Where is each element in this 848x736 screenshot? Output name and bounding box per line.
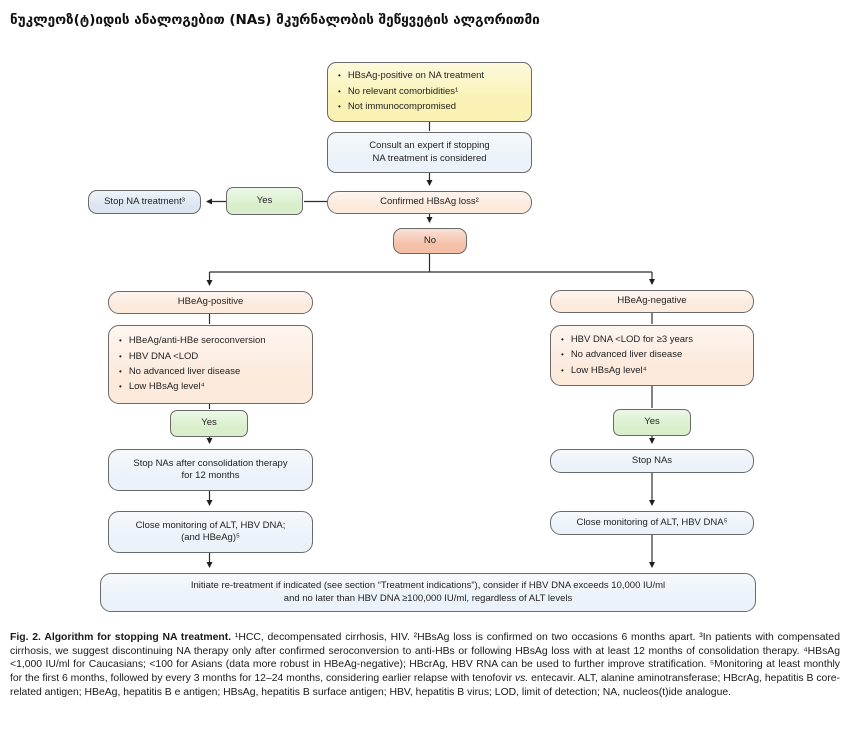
bullet-text: Not immunocompromised (347, 101, 457, 113)
box-text-line: NA treatment is considered (372, 152, 487, 164)
box-text-line: Consult an expert if stopping (369, 140, 490, 152)
node-no: No (393, 228, 467, 254)
bullet-text: No relevant comorbidities¹ (347, 85, 459, 97)
bullet-item: • Low HBsAg level⁴ (561, 363, 747, 378)
box-text-line: Initiate re-treatment if indicated (see … (190, 580, 666, 592)
bullet-item: • HBeAg/anti-HBe seroconversion (119, 334, 306, 349)
bullet-marker: • (119, 382, 122, 392)
bullet-text: HBV DNA <LOD for ≥3 years (570, 333, 693, 345)
node-stop-na-treatment: Stop NA treatment³ (88, 190, 201, 214)
box-text-line: for 12 months (181, 470, 240, 481)
bullet-text: Low HBsAg level⁴ (128, 381, 205, 393)
node-monitoring-negative: Close monitoring of ALT, HBV DNA⁵ (550, 511, 754, 535)
box-text-line: Stop NAs after consolidation therapy (133, 457, 288, 469)
bullet-text: HBsAg-positive on NA treatment (347, 70, 485, 82)
caption-segment: entecavir. ALT, alanine aminotransferase… (10, 673, 840, 698)
node-yes-positive-branch: Yes (170, 410, 248, 437)
box-text-line: and no later than HBV DNA ≥100,000 IU/ml… (283, 592, 573, 604)
node-hbeag-positive-criteria: • HBeAg/anti-HBe seroconversion • HBV DNA <… (108, 325, 313, 404)
node-confirmed-hbsag-loss: Confirmed HBsAg loss² (327, 191, 532, 214)
bullet-item: • No relevant comorbidities¹ (338, 84, 525, 99)
bullet-item: • HBV DNA <LOD (119, 349, 306, 364)
node-retreatment: Initiate re-treatment if indicated (see … (100, 573, 756, 612)
bullet-marker: • (119, 336, 122, 346)
bullet-item: • No advanced liver disease (119, 365, 306, 380)
figure-title: ნუკლეოზ(ტ)იდის ანალოგებით (NAs) მკურნალო… (10, 12, 540, 28)
bullet-item: • HBV DNA <LOD for ≥3 years (561, 332, 747, 347)
bullet-text: Low HBsAg level⁴ (570, 364, 647, 376)
bullet-marker: • (119, 351, 122, 361)
bullet-text: HBV DNA <LOD (128, 350, 199, 362)
bullet-item: • No advanced liver disease (561, 348, 747, 363)
bullet-text: No advanced liver disease (570, 349, 683, 361)
node-hbeag-negative: HBeAg-negative (550, 290, 754, 313)
figure-caption: Fig. 2. Algorithm for stopping NA treatm… (10, 631, 840, 700)
caption-segment: vs. (514, 673, 529, 685)
caption-segment: Fig. 2. Algorithm for stopping NA treatm… (10, 632, 235, 643)
bullet-text: HBeAg/anti-HBe seroconversion (128, 335, 266, 347)
bullet-text: No advanced liver disease (128, 366, 241, 377)
box-text-line: (and HBeAg)⁵ (181, 532, 240, 543)
bullet-marker: • (561, 334, 564, 344)
caption-segment: ¹HCC, decompensated cirrhosis, HIV. ²HBs… (10, 632, 840, 685)
node-entry-criteria: • HBsAg-positive on NA treatment • No relev… (327, 62, 532, 122)
bullet-marker: • (119, 367, 122, 376)
bullet-marker: • (561, 365, 564, 375)
node-monitoring-positive: Close monitoring of ALT, HBV DNA;(and HB… (108, 511, 313, 553)
node-yes-hbsag-loss: Yes (226, 187, 303, 215)
bullet-marker: • (338, 71, 341, 81)
bullet-marker: • (338, 102, 341, 112)
bullet-item: • Low HBsAg level⁴ (119, 380, 306, 395)
node-hbeag-negative-criteria: • HBV DNA <LOD for ≥3 years • No advanced l… (550, 325, 754, 386)
node-yes-negative-branch: Yes (613, 409, 691, 436)
bullet-item: • Not immunocompromised (338, 100, 525, 115)
bullet-marker: • (561, 350, 564, 360)
node-stop-nas: Stop NAs (550, 449, 754, 473)
bullet-item: • HBsAg-positive on NA treatment (338, 69, 525, 84)
node-hbeag-positive: HBeAg-positive (108, 291, 313, 314)
bullet-marker: • (338, 86, 341, 96)
box-text-line: Close monitoring of ALT, HBV DNA; (135, 519, 286, 531)
